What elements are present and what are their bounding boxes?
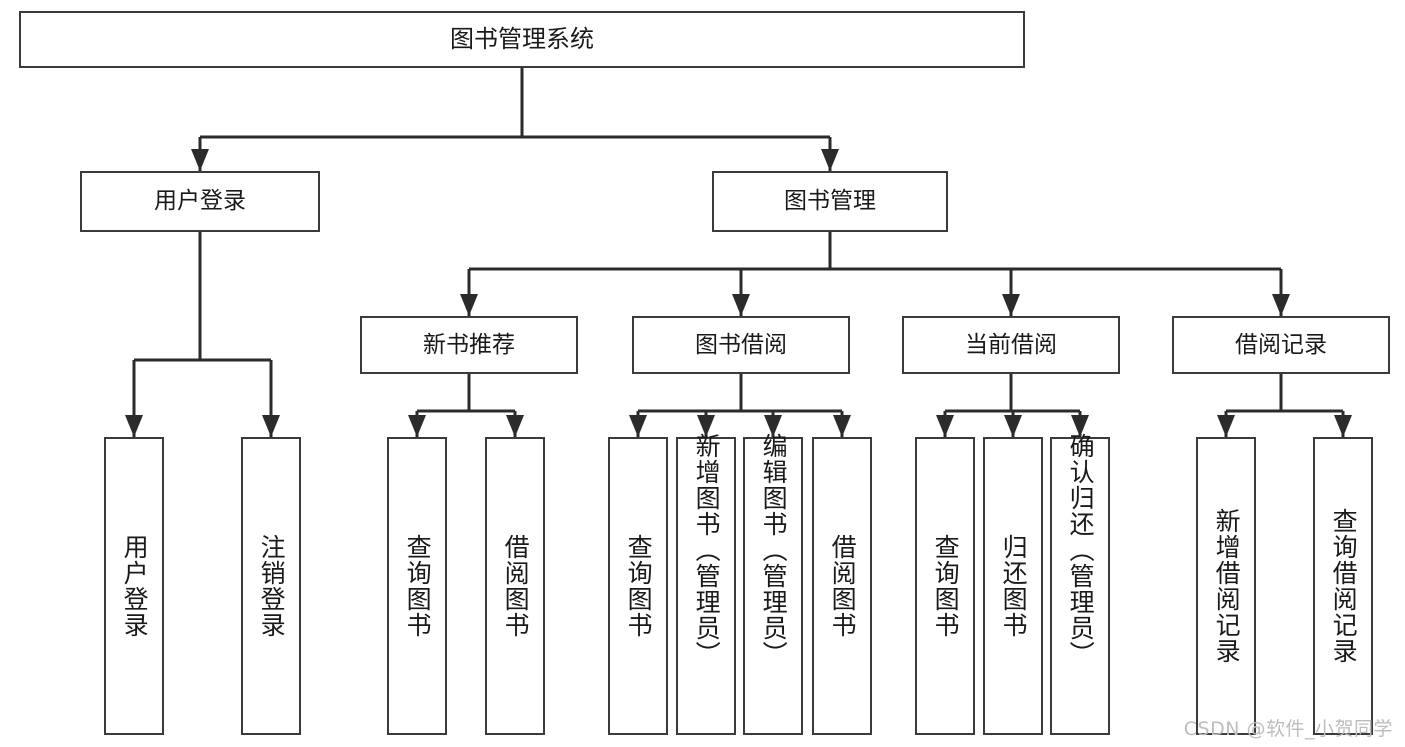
node-label: 用户登录 xyxy=(120,534,150,638)
node-label: 新增借阅记录 xyxy=(1212,508,1242,664)
watermark: CSDN @软件_小贺同学 xyxy=(1183,718,1393,740)
node-label: 编辑图书（管理员） xyxy=(759,433,789,667)
node-label: 用户登录 xyxy=(154,188,246,215)
node-leaf-query-book-1[interactable]: 查询图书 xyxy=(387,437,447,735)
node-label: 新增图书（管理员） xyxy=(692,433,722,667)
node-leaf-add-book[interactable]: 新增图书（管理员） xyxy=(676,433,736,735)
node-root[interactable]: 图书管理系统 xyxy=(19,11,1025,68)
node-label: 图书管理系统 xyxy=(450,24,594,53)
node-current-borrow[interactable]: 当前借阅 xyxy=(902,316,1120,374)
node-label: 图书借阅 xyxy=(695,331,787,358)
node-leaf-user-login[interactable]: 用户登录 xyxy=(104,437,164,735)
node-book-borrow[interactable]: 图书借阅 xyxy=(632,316,850,374)
node-label: 借阅图书 xyxy=(501,534,531,638)
node-leaf-confirm-return[interactable]: 确认归还（管理员） xyxy=(1050,433,1110,735)
node-borrow-record[interactable]: 借阅记录 xyxy=(1172,316,1390,374)
node-label: 查询借阅记录 xyxy=(1329,508,1359,664)
node-user-login[interactable]: 用户登录 xyxy=(80,171,320,232)
node-label: 确认归还（管理员） xyxy=(1066,433,1096,667)
node-label: 借阅记录 xyxy=(1235,331,1327,358)
node-label: 图书管理 xyxy=(784,188,876,215)
node-label: 借阅图书 xyxy=(828,534,858,638)
node-label: 查询图书 xyxy=(931,534,961,638)
node-leaf-borrow-book-2[interactable]: 借阅图书 xyxy=(812,437,872,735)
node-leaf-borrow-book-1[interactable]: 借阅图书 xyxy=(485,437,545,735)
node-label: 当前借阅 xyxy=(965,331,1057,358)
node-leaf-add-record[interactable]: 新增借阅记录 xyxy=(1196,437,1256,735)
node-leaf-query-book-3[interactable]: 查询图书 xyxy=(915,437,975,735)
node-label: 查询图书 xyxy=(624,534,654,638)
node-label: 查询图书 xyxy=(403,534,433,638)
node-leaf-query-record[interactable]: 查询借阅记录 xyxy=(1313,437,1373,735)
node-book-manage[interactable]: 图书管理 xyxy=(712,171,948,232)
node-label: 注销登录 xyxy=(257,534,287,638)
node-leaf-query-book-2[interactable]: 查询图书 xyxy=(608,437,668,735)
node-new-book-rec[interactable]: 新书推荐 xyxy=(360,316,578,374)
node-leaf-return-book[interactable]: 归还图书 xyxy=(983,437,1043,735)
node-leaf-edit-book[interactable]: 编辑图书（管理员） xyxy=(743,433,803,735)
node-leaf-user-logout[interactable]: 注销登录 xyxy=(241,437,301,735)
node-label: 新书推荐 xyxy=(423,331,515,358)
node-label: 归还图书 xyxy=(999,534,1029,638)
